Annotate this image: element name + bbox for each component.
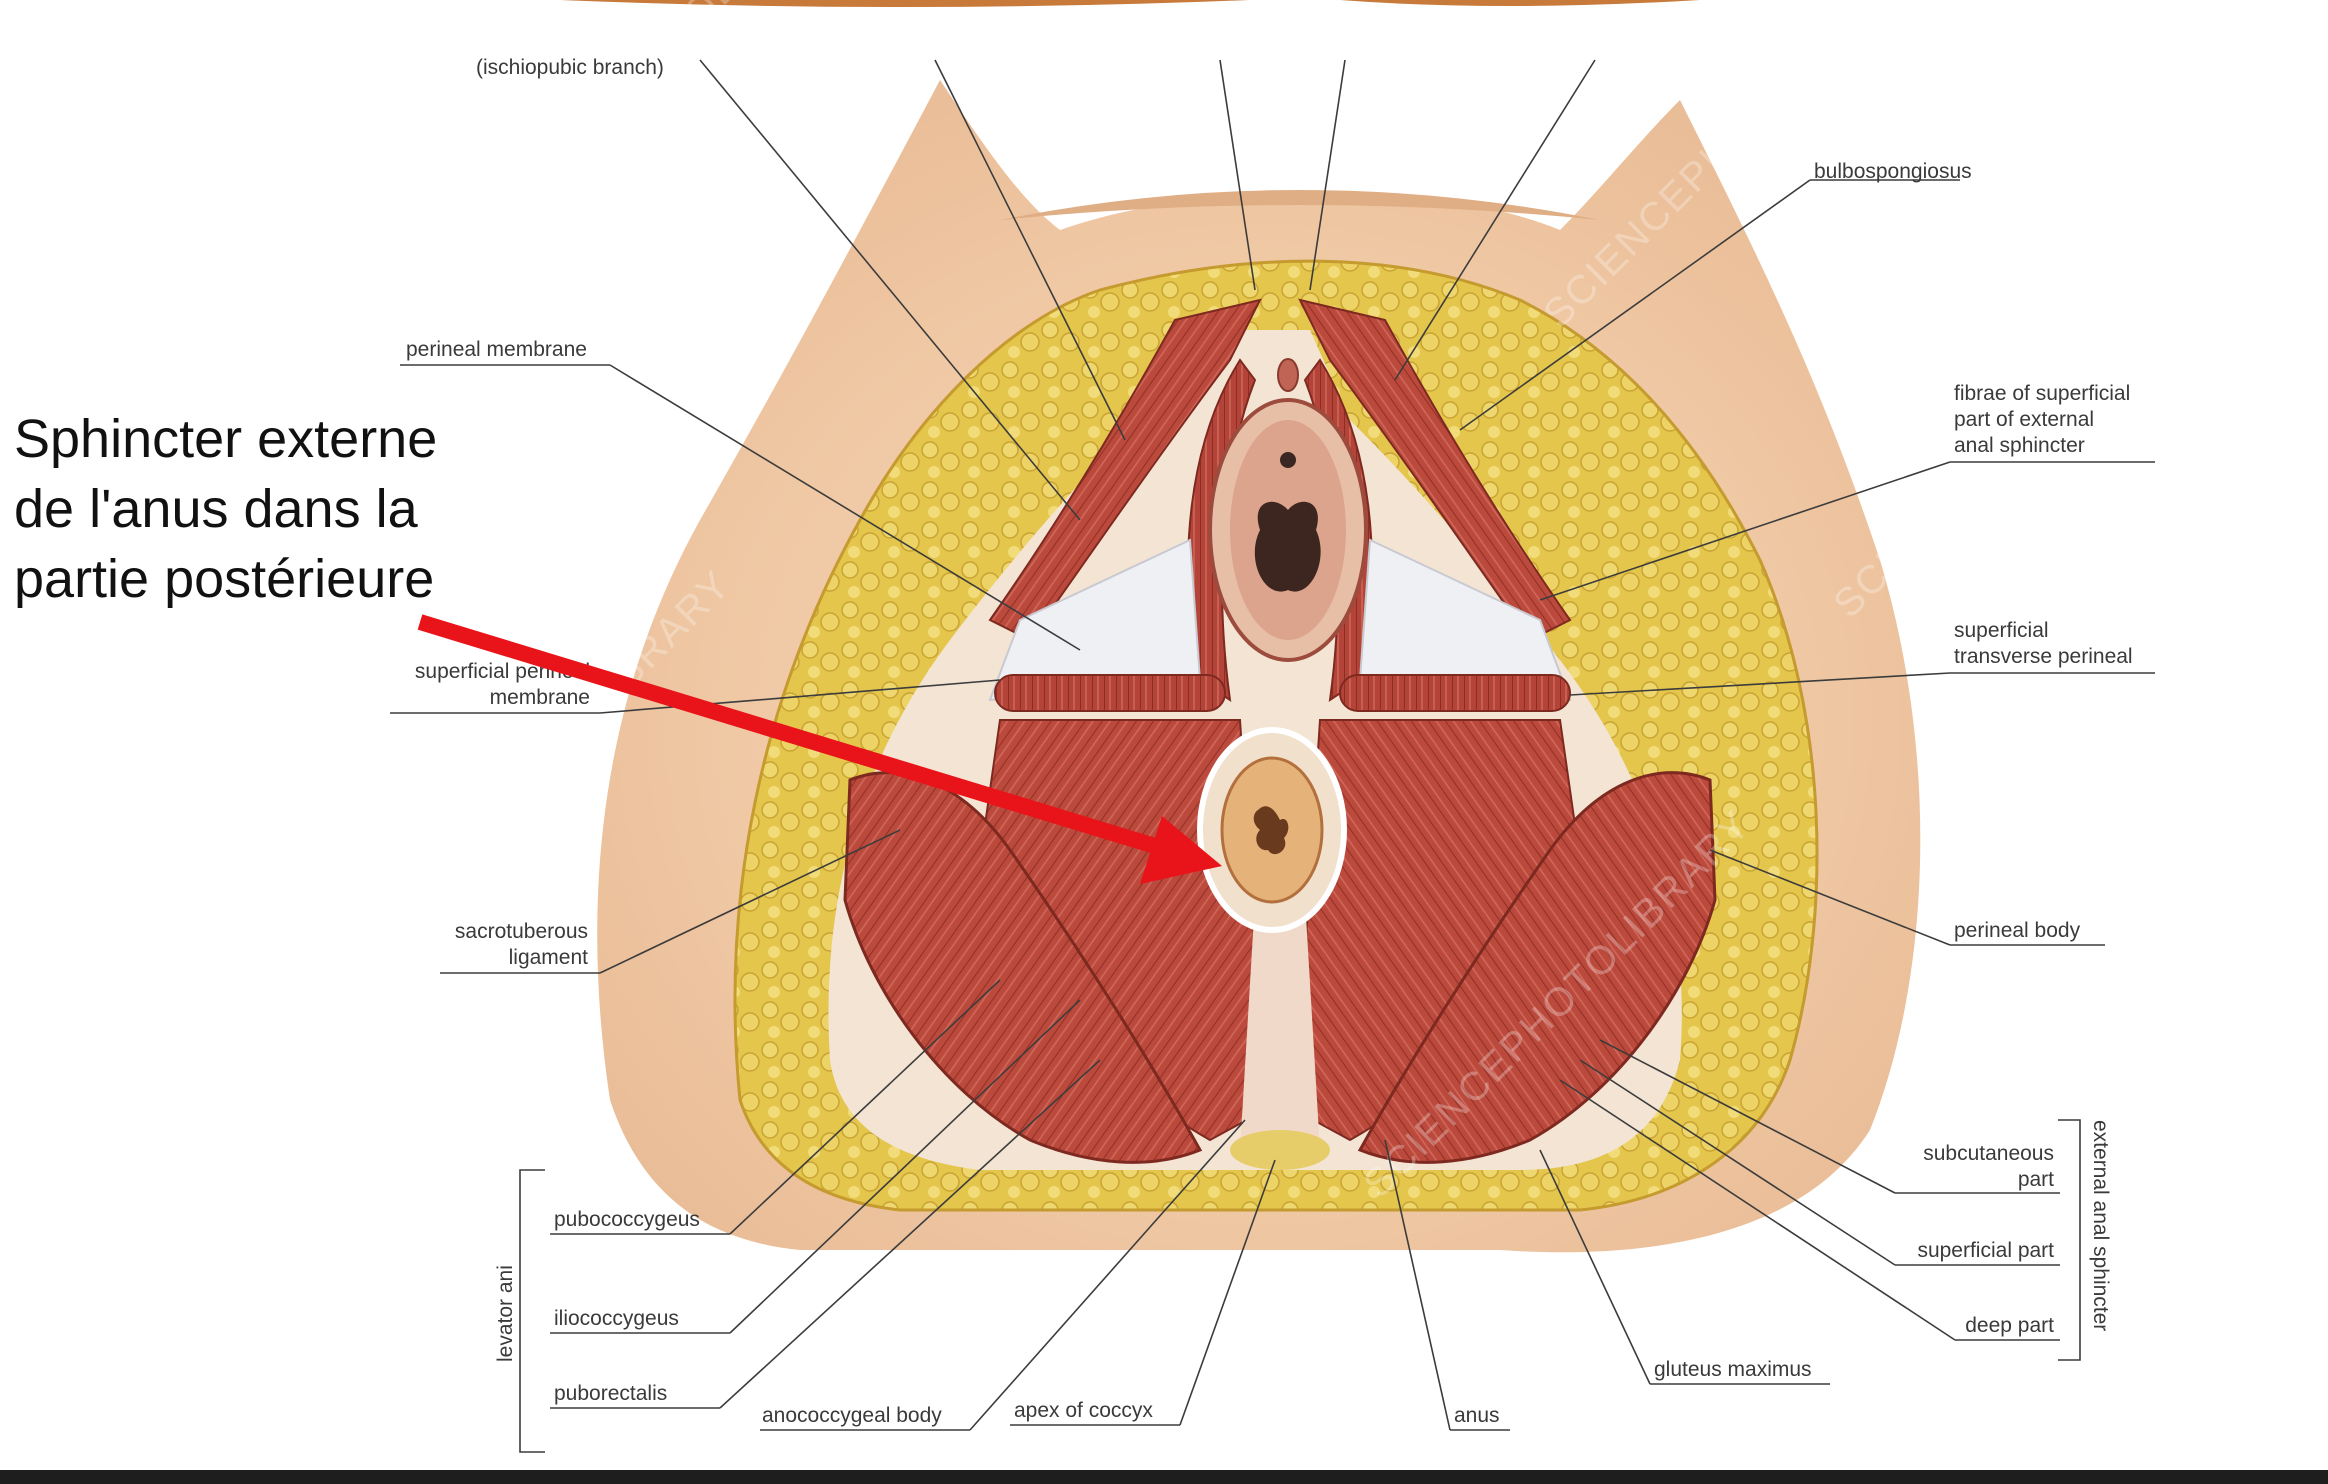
callout-line-2: de l'anus dans la [14,479,418,539]
callout-text: Sphincter externe de l'anus dans la part… [14,404,574,614]
callout-arrow-shaft [417,614,1171,858]
label-fibrae-1: fibrae of superficial [1954,382,2130,405]
label-sacrotuberous-1: sacrotuberous [455,920,588,943]
label-perineal-body: perineal body [1954,919,2081,942]
transverse-perineal-left [994,674,1226,712]
top-skin-arc-left [560,0,1250,7]
transverse-perineal-right [1339,674,1571,712]
leader-sacrotuberous-diag [599,829,901,974]
anal-opening [1253,806,1289,855]
leader-puborectalis-diag [719,1059,1101,1409]
skin-shadow [1000,190,1600,220]
leader-bulbospongiosus [1459,179,1811,431]
leader-gluteus-diag [1539,1149,1651,1385]
label-iliococcygeus: iliococcygeus [554,1307,679,1330]
label-superficial-perineal-2: membrane [490,686,590,709]
leader-perineal-body-diag [1709,849,1951,946]
label-fibrae-2: part of external [1954,408,2094,431]
leader-deep-part-diag [1559,1079,1956,1341]
clitoris [1277,358,1299,392]
leader-top-1 [934,59,1126,441]
leader-top-3 [1309,59,1346,291]
leader-anus-diag [1384,1139,1451,1431]
label-bulbospongiosus: bulbospongiosus [1814,160,1972,183]
label-deep-part: deep part [1965,1314,2054,1337]
bottom-bar [0,1470,2328,1484]
leader-fibrae-diag [1539,461,1951,601]
leader-ischiopubic [699,59,1081,521]
leader-pubococcygeus-diag [729,979,1001,1235]
gluteus-maximus-left [843,771,1203,1164]
label-fibrae-3: anal sphincter [1954,434,2085,457]
coccyx-tip [1230,1130,1330,1170]
label-gluteus-maximus: gluteus maximus [1654,1358,1812,1381]
leader-superficial-part-diag [1579,1059,1896,1266]
leader-lines [390,59,2155,1453]
label-subcutaneous-1: subcutaneous [1923,1142,2054,1165]
urethral-opening [1280,452,1296,468]
label-anus: anus [1454,1404,1500,1427]
leader-top-4 [1394,59,1596,381]
callout-arrow [417,614,1222,884]
callout-line-1: Sphincter externe [14,409,438,469]
vaginal-opening [1254,501,1321,592]
watermark: SCIENCEPHOTOLIBRARY [455,0,859,256]
leader-anococcygeal-diag [969,1119,1246,1431]
bracket-levator-ani [519,1169,545,1453]
callout-line-3: partie postérieure [14,549,435,609]
callout-arrow-head [1140,816,1222,884]
ischiocavernosus-right [1298,298,1572,642]
leader-transverse-diag [1569,672,1951,696]
leader-superficial-perineal-diag [599,679,1001,714]
label-subcutaneous-2: part [2018,1168,2054,1191]
label-levator-ani: levator ani [494,1265,517,1362]
label-anococcygeal-body: anococcygeal body [762,1404,942,1427]
leader-iliococcygeus-diag [729,999,1081,1334]
label-superficial-transverse-1: superficial [1954,619,2049,642]
label-apex-of-coccyx: apex of coccyx [1014,1399,1153,1422]
label-superficial-transverse-2: transverse perineal [1954,645,2133,668]
anococcygeal-body [1240,900,1320,1150]
label-pubococcygeus: pubococcygeus [554,1208,700,1231]
leader-perineal-membrane-diag [609,364,1081,651]
label-superficial-part: superficial part [1917,1239,2054,1262]
label-ischiopubic-branch: (ischiopubic branch) [476,56,664,79]
top-skin-arc-right [1340,0,1700,6]
leader-apex-diag [1179,1159,1276,1426]
ischiocavernosus-left [988,298,1262,642]
bracket-external-anal-sphincter [2058,1119,2081,1361]
label-perineal-membrane: perineal membrane [406,338,587,361]
label-external-anal-sphincter: external anal sphincter [2089,1120,2112,1331]
leader-top-2 [1219,59,1256,291]
label-puborectalis: puborectalis [554,1382,667,1405]
label-sacrotuberous-2: ligament [509,946,589,969]
leader-subcutaneous-diag [1599,1039,1896,1194]
